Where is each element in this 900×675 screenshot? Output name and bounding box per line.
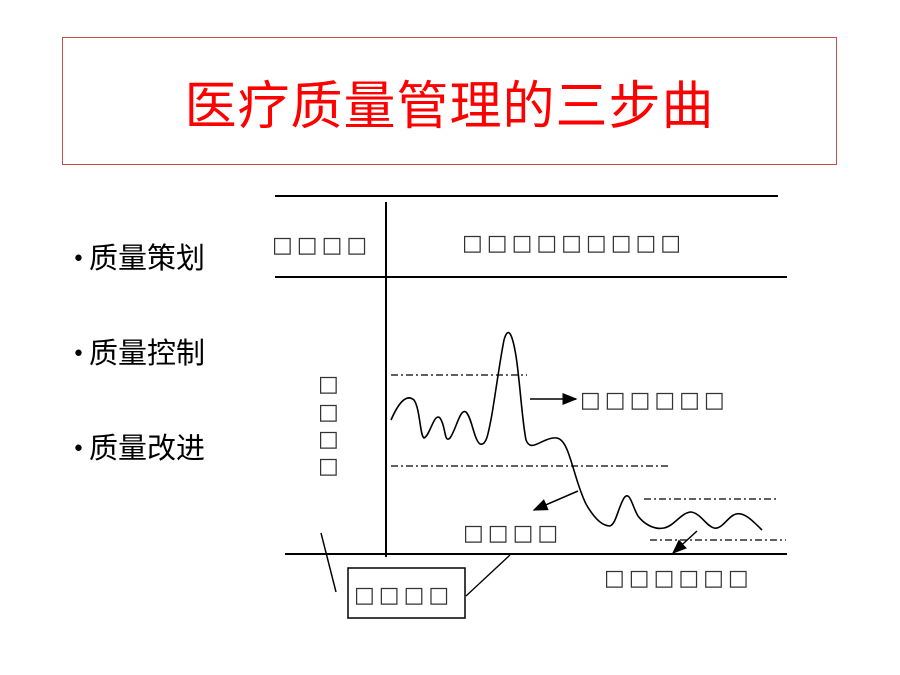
bullet-marker: • (72, 247, 85, 272)
spike-label: □□□□□□ (580, 388, 729, 413)
improvement-label: □□□□ (463, 521, 562, 546)
vertical-label-3: □ (318, 427, 339, 452)
improvement-arrow (532, 490, 579, 511)
bullet-text: 质量控制 (88, 336, 205, 370)
boxed-label-connector (465, 554, 511, 597)
bullet-list: •质量策划 •质量控制 •质量改进 (72, 230, 205, 515)
bullet-marker: • (72, 437, 85, 462)
bullet-text: 质量策划 (88, 241, 205, 275)
boxed-label: □□□□ (354, 583, 453, 608)
new-level-arrow (671, 530, 698, 555)
bullet-marker: • (72, 342, 85, 367)
axis-break-mark (320, 532, 337, 593)
vertical-label-1: □ (318, 372, 339, 397)
title-box: 医疗质量管理的三步曲 (62, 37, 837, 165)
quality-curve (390, 331, 763, 531)
header-right-label: □□□□□□□□□ (462, 231, 685, 256)
bullet-item-improvement: •质量改进 (72, 420, 205, 515)
boxed-label-frame (347, 567, 466, 619)
header-left-label: □□□□ (272, 233, 371, 258)
bullet-item-control: •质量控制 (72, 325, 205, 420)
slide-title: 医疗质量管理的三步曲 (184, 76, 715, 137)
bullet-text: 质量改进 (88, 431, 205, 465)
vertical-label-2: □ (318, 400, 339, 425)
bullet-item-planning: •质量策划 (72, 230, 205, 325)
vertical-label-4: □ (318, 454, 339, 479)
lower-right-label: □□□□□□ (604, 566, 753, 591)
